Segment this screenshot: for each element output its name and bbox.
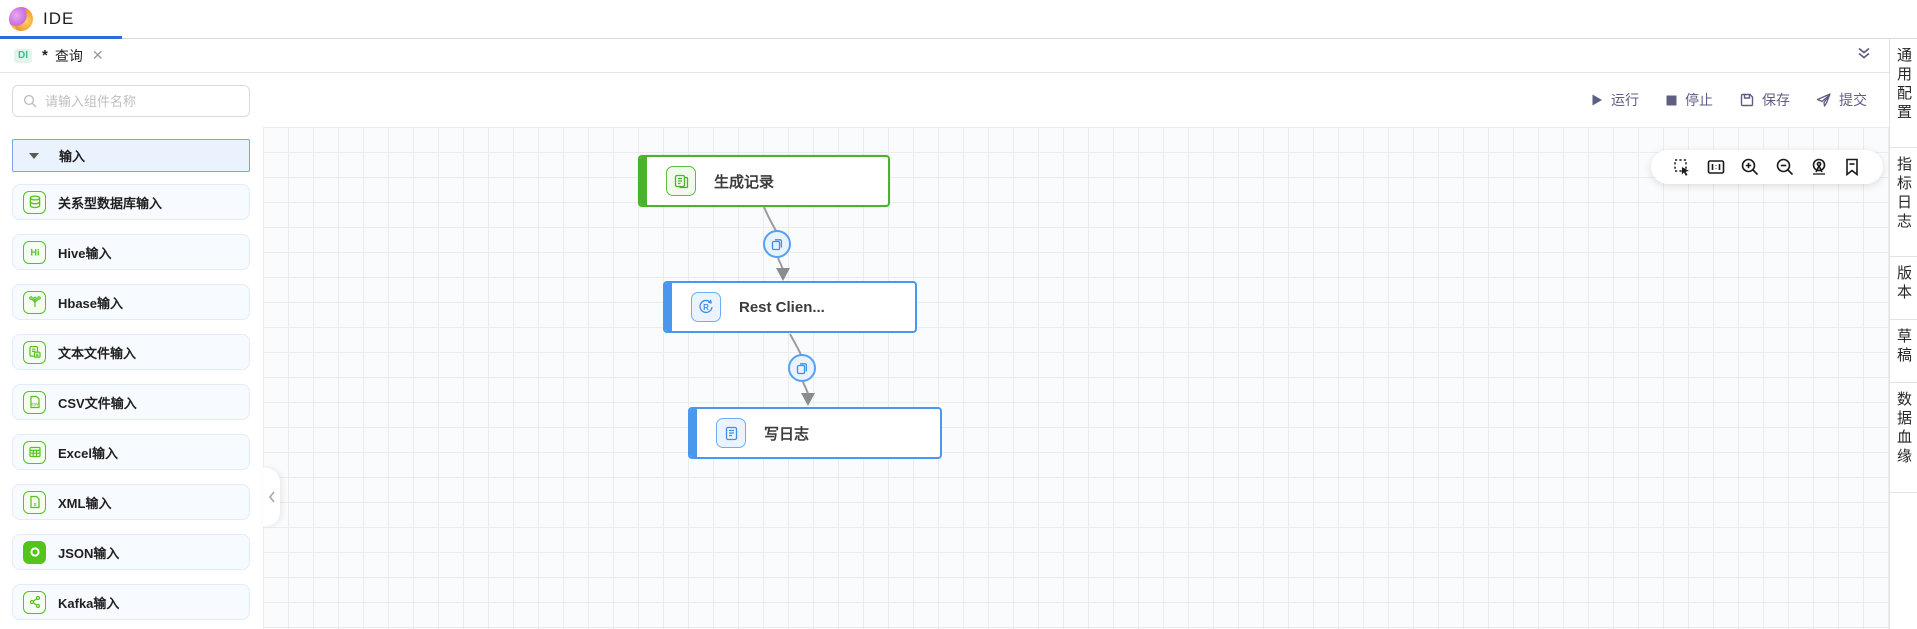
write-log-icon	[716, 418, 746, 448]
section-label: 输入	[59, 149, 86, 164]
canvas-column: 运行 停止 保存 提交	[263, 73, 1889, 629]
node-rest-client[interactable]: R Rest Clien...	[663, 281, 917, 333]
marquee-select-icon[interactable]	[1673, 158, 1692, 177]
kafka-icon	[23, 590, 46, 614]
component-search[interactable]	[12, 85, 250, 117]
locate-icon[interactable]	[1809, 157, 1829, 177]
active-module-indicator	[0, 36, 122, 39]
save-icon	[1740, 93, 1754, 107]
flow-canvas[interactable]: 生成记录 R	[263, 127, 1889, 629]
close-icon[interactable]: ✕	[91, 47, 104, 63]
component-item-rdb-input[interactable]: 关系型数据库输入	[12, 184, 250, 220]
node-generate-records[interactable]: 生成记录	[638, 155, 890, 207]
stop-button[interactable]: 停止	[1665, 90, 1713, 110]
svg-text:CSV: CSV	[31, 403, 39, 407]
unsaved-marker: *	[42, 47, 48, 64]
rail-tab-draft[interactable]: 草稿	[1890, 320, 1917, 383]
component-item-json-input[interactable]: JSON输入	[12, 534, 250, 570]
search-input[interactable]	[45, 93, 239, 109]
run-button[interactable]: 运行	[1590, 90, 1639, 110]
zoom-in-icon[interactable]	[1740, 157, 1760, 177]
svg-text:x: x	[33, 502, 36, 508]
tab-bar: DI * 查询 ✕	[0, 39, 1917, 73]
caret-down-icon	[29, 152, 39, 159]
node-write-log[interactable]: 写日志	[688, 407, 942, 459]
rail-tab-metrics-log[interactable]: 指标日志	[1890, 148, 1917, 257]
rail-tab-version[interactable]: 版本	[1890, 257, 1917, 320]
component-list: 关系型数据库输入 Hi Hive输入 Hbase输入	[12, 184, 251, 620]
play-icon	[1592, 94, 1602, 106]
save-button[interactable]: 保存	[1739, 90, 1790, 110]
right-rail: 通用配置 指标日志 版本 草稿 数据血缘	[1889, 39, 1917, 629]
component-item-textfile-input[interactable]: 文本文件输入	[12, 334, 250, 370]
component-panel: 输入 关系型数据库输入 Hi Hive输入	[0, 73, 263, 629]
zoom-out-icon[interactable]	[1775, 157, 1795, 177]
component-item-excel-input[interactable]: Excel输入	[12, 434, 250, 470]
rail-tab-data-lineage[interactable]: 数据血缘	[1890, 383, 1917, 493]
svg-text:Hi: Hi	[30, 248, 39, 258]
canvas-toolbar	[1651, 150, 1883, 184]
flow-edges	[763, 206, 815, 406]
di-badge: DI	[14, 48, 32, 63]
top-bar: IDE	[0, 0, 1917, 39]
excel-icon	[23, 440, 46, 464]
database-icon	[23, 190, 46, 214]
rail-tab-general-config[interactable]: 通用配置	[1890, 39, 1917, 148]
fit-view-icon[interactable]	[1706, 157, 1726, 177]
app-logo-icon	[9, 7, 33, 31]
bookmark-icon[interactable]	[1843, 157, 1861, 177]
csv-file-icon: CSV	[23, 390, 46, 414]
generate-records-icon	[666, 166, 696, 196]
search-icon	[23, 94, 37, 108]
panel-collapse-handle[interactable]	[263, 468, 280, 526]
submit-button[interactable]: 提交	[1816, 90, 1867, 110]
stop-icon	[1666, 95, 1677, 105]
hive-icon: Hi	[23, 240, 46, 264]
workspace-body: 输入 关系型数据库输入 Hi Hive输入	[0, 39, 1917, 629]
svg-text:R: R	[703, 303, 709, 312]
rest-client-icon: R	[691, 292, 721, 322]
send-icon	[1816, 93, 1831, 107]
tab-query[interactable]: DI * 查询 ✕	[14, 46, 104, 66]
text-file-icon	[23, 340, 46, 364]
json-icon	[23, 540, 46, 564]
component-item-hive-input[interactable]: Hi Hive输入	[12, 234, 250, 270]
component-item-kafka-input[interactable]: Kafka输入	[12, 584, 250, 620]
actions-bar: 运行 停止 保存 提交	[263, 73, 1889, 127]
component-item-xml-input[interactable]: x XML输入	[12, 484, 250, 520]
tab-label: 查询	[54, 47, 83, 64]
xml-file-icon: x	[23, 490, 46, 514]
app-title: IDE	[43, 9, 75, 28]
hbase-icon	[23, 290, 46, 314]
component-item-hbase-input[interactable]: Hbase输入	[12, 284, 250, 320]
copy-link-icon[interactable]	[788, 354, 816, 382]
component-item-csv-input[interactable]: CSV CSV文件输入	[12, 384, 250, 420]
copy-link-icon[interactable]	[763, 230, 791, 258]
double-chevron-down-icon[interactable]	[1855, 44, 1873, 67]
section-header-input[interactable]: 输入	[12, 139, 250, 172]
